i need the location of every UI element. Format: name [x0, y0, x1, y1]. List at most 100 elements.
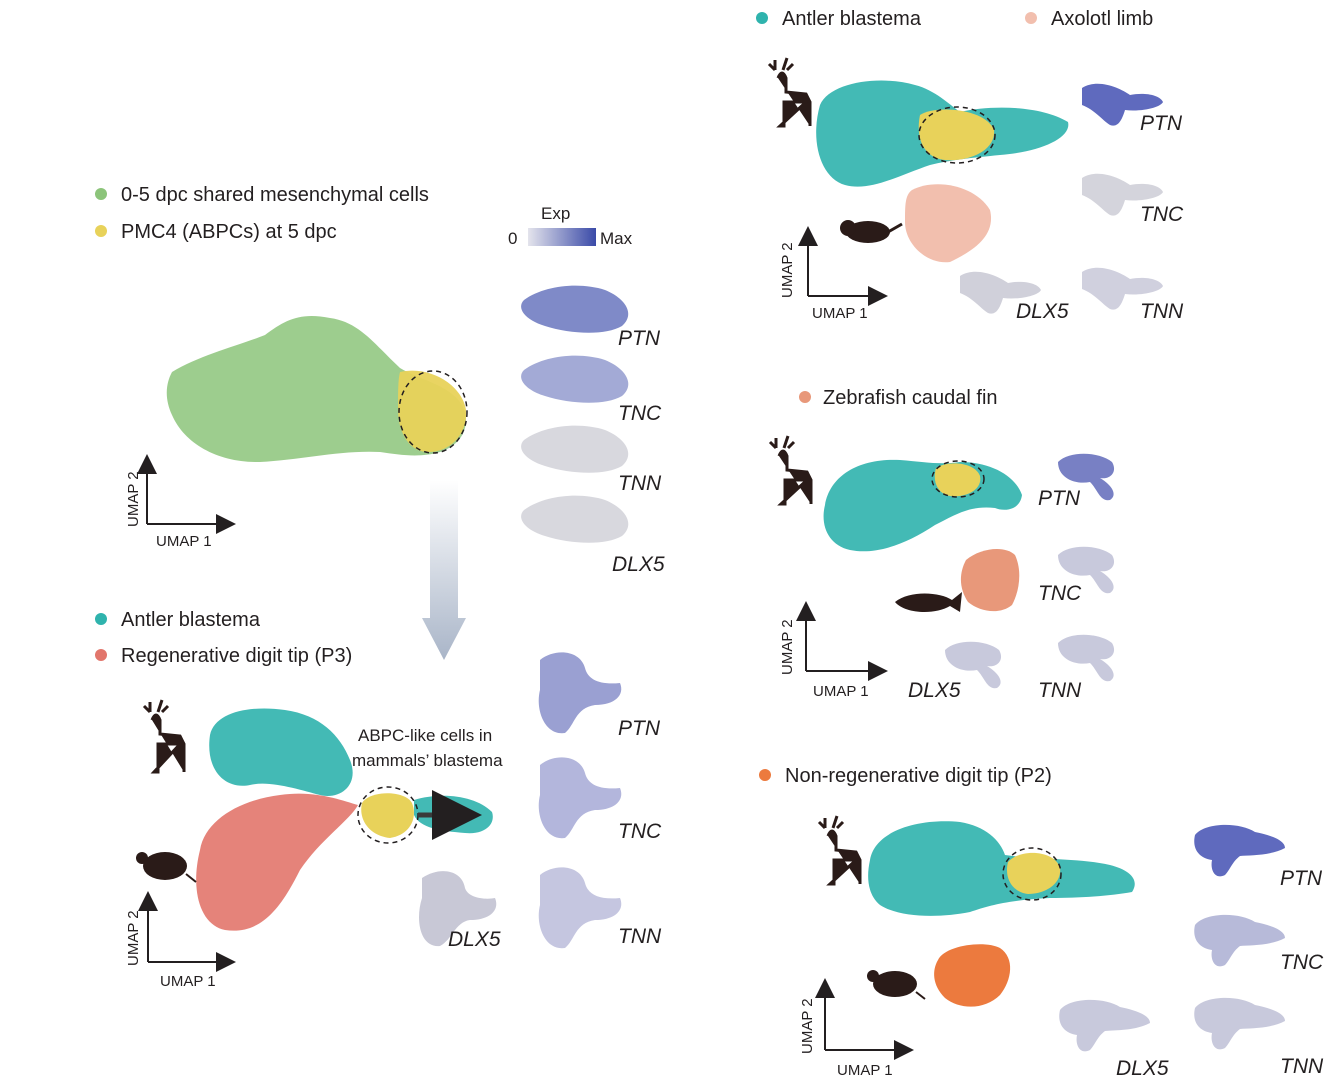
gene-umap-tnc-e — [1194, 914, 1285, 967]
legend-label-p2: Non-regenerative digit tip (P2) — [785, 765, 1052, 787]
legend-label-zebrafish: Zebrafish caudal fin — [823, 387, 998, 409]
deer-silhouette-c — [767, 57, 812, 128]
legend-label-antler-c: Antler blastema — [782, 8, 922, 30]
legend-dot-antler-b — [95, 613, 107, 625]
abpc-highlight-circle-e — [1002, 847, 1062, 901]
legend-dot-pmc4 — [95, 225, 107, 237]
gene-umap-tnc-c — [1082, 173, 1163, 216]
gene-label-tnc-e: TNC — [1280, 951, 1324, 974]
mouse-silhouette-e — [867, 970, 926, 1000]
umap-a-main — [166, 315, 468, 463]
axis-label-umap2-c: UMAP 2 — [779, 242, 796, 298]
exp-scale-gradient — [528, 228, 596, 246]
axis-label-umap1-b: UMAP 1 — [160, 973, 216, 990]
legend-dot-axolotl — [1025, 12, 1037, 24]
gene-umap-dlx5-c — [960, 271, 1041, 314]
gene-umap-ptn-b — [538, 652, 622, 734]
gene-label-tnc-d: TNC — [1038, 582, 1082, 605]
umap-cluster-antler-e — [868, 821, 1135, 916]
panel-b: Antler blastema Regenerative digit tip (… — [95, 609, 662, 990]
legend-label-shared-mesenchymal: 0-5 dpc shared mesenchymal cells — [121, 184, 429, 206]
umap-axes-e: UMAP 1 UMAP 2 — [799, 978, 914, 1079]
deer-silhouette-b — [142, 699, 186, 774]
umap-cluster-antler-d — [823, 459, 1022, 552]
gene-label-ptn-a: PTN — [618, 327, 661, 350]
axis-label-umap2-d: UMAP 2 — [779, 619, 796, 675]
gene-umap-ptn-e — [1194, 824, 1285, 877]
umap-cluster-p2 — [934, 944, 1011, 1007]
gene-label-tnn-e: TNN — [1280, 1055, 1324, 1078]
umap-axes-b: UMAP 1 UMAP 2 — [125, 891, 236, 990]
umap-cluster-abpc-d — [934, 463, 981, 497]
legend-dot-p3 — [95, 649, 107, 661]
legend-label-antler-b: Antler blastema — [121, 609, 261, 631]
gene-label-dlx5-e: DLX5 — [1116, 1057, 1169, 1080]
gene-umap-ptn-c — [1082, 83, 1163, 126]
gene-umap-dlx5-b — [419, 871, 497, 947]
gene-label-tnn-d: TNN — [1038, 679, 1082, 702]
umap-cluster-p3 — [196, 793, 358, 931]
legend-dot-zebrafish — [799, 391, 811, 403]
panel-a: 0-5 dpc shared mesenchymal cells PMC4 (A… — [95, 184, 665, 660]
abpc-highlight-circle — [398, 370, 468, 454]
gene-label-dlx5-a: DLX5 — [612, 553, 665, 576]
axolotl-silhouette — [840, 220, 903, 243]
panel-e: Non-regenerative digit tip (P2) UMAP 1 U… — [759, 765, 1324, 1080]
panel-a-legend: 0-5 dpc shared mesenchymal cells PMC4 (A… — [95, 184, 429, 243]
umap-cluster-axolotl — [905, 184, 992, 263]
panel-b-gene-maps: PTN TNC TNN DLX5 — [419, 652, 662, 951]
exp-scale-max: Max — [600, 229, 633, 248]
gene-label-tnn-b: TNN — [618, 925, 662, 948]
gene-umap-dlx5-d — [945, 641, 1002, 689]
gene-umap-tnn-e — [1194, 997, 1285, 1050]
deer-silhouette-e — [817, 815, 862, 886]
panel-c-legend: Antler blastema Axolotl limb — [756, 8, 1153, 30]
gene-label-tnn-a: TNN — [618, 472, 662, 495]
axis-label-umap2-a: UMAP 2 — [125, 471, 142, 527]
umap-cluster-zebrafish — [960, 548, 1020, 612]
exp-color-scale: Exp 0 Max — [508, 204, 633, 248]
gene-umap-tnc-a — [521, 355, 629, 403]
panel-d-gene-maps: PTN TNC TNN DLX5 — [908, 453, 1115, 702]
gene-umap-dlx5-e — [1059, 999, 1150, 1052]
gene-label-ptn-b: PTN — [618, 717, 661, 740]
gene-umap-ptn-a — [521, 285, 629, 333]
umap-c-main — [816, 80, 1069, 263]
umap-cluster-pmc4 — [398, 370, 467, 452]
gene-label-tnc-c: TNC — [1140, 203, 1184, 226]
axis-label-umap1-e: UMAP 1 — [837, 1062, 893, 1079]
gene-label-ptn-e: PTN — [1280, 867, 1323, 890]
mouse-silhouette-b — [136, 852, 197, 883]
gene-label-tnc-b: TNC — [618, 820, 662, 843]
axis-label-umap1-a: UMAP 1 — [156, 533, 212, 550]
gene-umap-tnn-d — [1058, 634, 1115, 682]
gene-umap-tnc-b — [538, 757, 622, 839]
umap-b-main — [196, 708, 493, 931]
axis-label-umap1-d: UMAP 1 — [813, 683, 869, 700]
panel-b-legend: Antler blastema Regenerative digit tip (… — [95, 609, 352, 667]
umap-e-main — [868, 821, 1135, 1007]
umap-axes-d: UMAP 1 UMAP 2 — [779, 601, 888, 700]
gene-label-tnn-c: TNN — [1140, 300, 1184, 323]
panel-d: Zebrafish caudal fin UMAP 1 UMAP 2 PTN T… — [768, 387, 1115, 702]
transition-arrow — [422, 480, 466, 660]
axis-label-umap1-c: UMAP 1 — [812, 305, 868, 322]
gene-umap-dlx5-a — [521, 495, 629, 543]
gene-umap-tnn-b — [538, 867, 622, 949]
umap-axes-a: UMAP 1 UMAP 2 — [125, 454, 236, 550]
umap-cluster-abpc-c — [918, 109, 995, 161]
abpc-annotation-line1: ABPC-like cells in — [358, 726, 492, 745]
zebrafish-silhouette — [895, 592, 962, 612]
panel-e-gene-maps: PTN TNC TNN DLX5 — [1059, 824, 1324, 1080]
umap-cluster-antler-b — [209, 708, 353, 796]
exp-scale-title: Exp — [541, 204, 570, 223]
gene-label-tnc-a: TNC — [618, 402, 662, 425]
legend-dot-antler-c — [756, 12, 768, 24]
umap-cluster-shared-mesenchymal — [166, 315, 466, 463]
gene-umap-ptn-d — [1058, 453, 1115, 501]
gene-label-ptn-d: PTN — [1038, 487, 1081, 510]
gene-label-dlx5-b: DLX5 — [448, 928, 501, 951]
legend-dot-shared-mesenchymal — [95, 188, 107, 200]
umap-d-main — [823, 459, 1022, 612]
